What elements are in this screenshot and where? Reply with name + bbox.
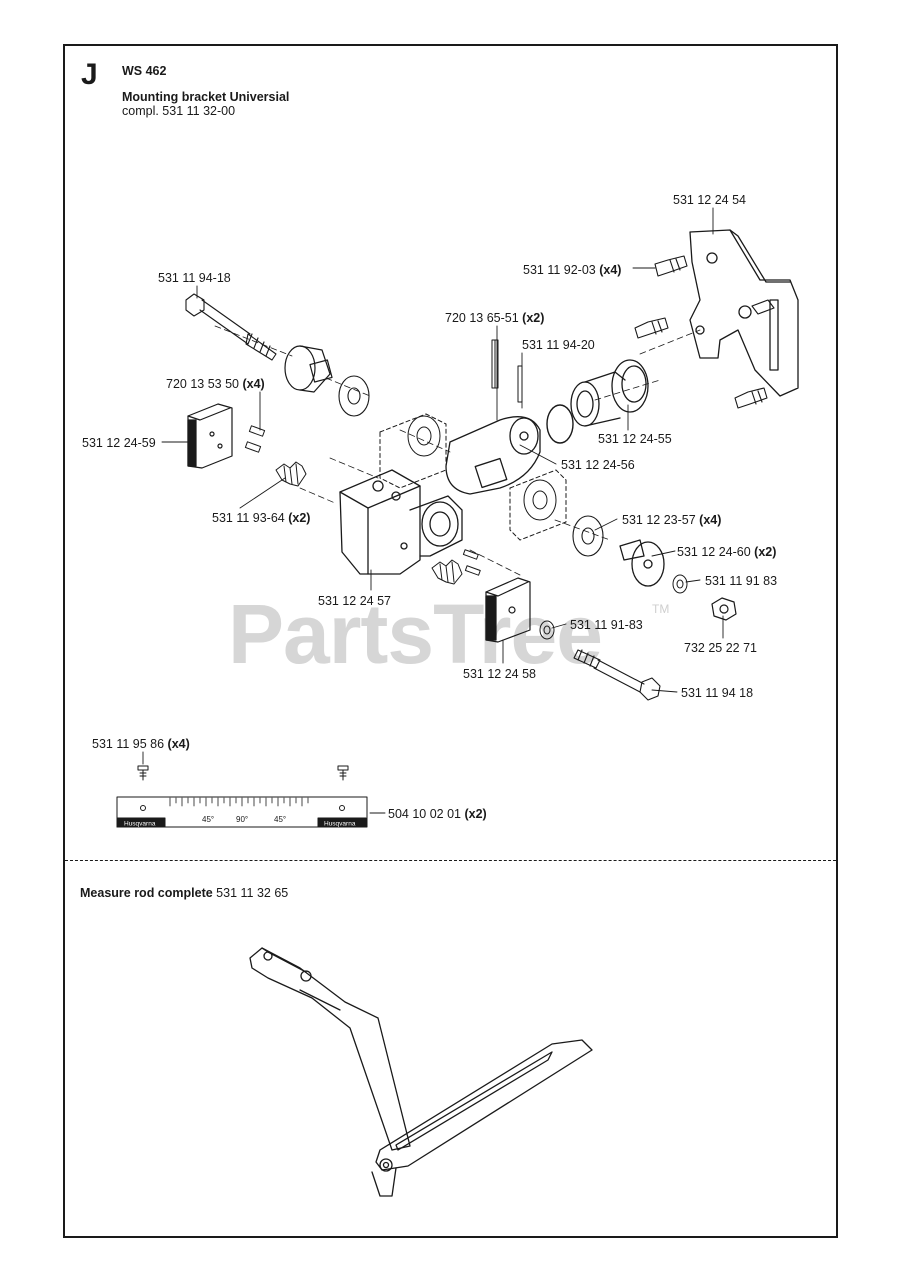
washer-1 (338, 375, 370, 417)
brand-logo: Husqvarna (324, 821, 356, 828)
spring-lower (431, 559, 463, 585)
scale-mark: 90° (236, 815, 248, 824)
hex-nut (711, 597, 737, 621)
part-label[interactable]: 732 25 22 71 (684, 641, 757, 655)
clamp-block-right (485, 577, 531, 643)
watermark-tm: TM (652, 602, 670, 616)
part-label[interactable]: 531 11 93-64 (x2) (212, 511, 311, 525)
scale-mark: 45° (202, 815, 214, 824)
part-label[interactable]: 531 12 24-60 (x2) (677, 545, 777, 559)
part-label[interactable]: 531 12 24-59 (82, 436, 156, 450)
angle-scale: 45° 90° 45° Husqvarna Husqvarna (116, 796, 368, 828)
measure-rod-title: Measure rod complete 531 11 32 65 (80, 886, 289, 900)
brand-logo: Husqvarna (124, 821, 156, 828)
long-bolt-top (185, 293, 277, 361)
section-divider (65, 860, 836, 861)
model-label: WS 462 (122, 64, 167, 78)
part-label[interactable]: 531 12 24-55 (598, 432, 672, 446)
o-ring (546, 404, 574, 444)
clamp-block-left (187, 403, 233, 469)
part-label[interactable]: 720 13 53 50 (x4) (166, 377, 265, 391)
part-label[interactable]: 531 11 94 18 (681, 686, 754, 700)
scale-ticks (169, 797, 309, 807)
section-letter: J (81, 58, 98, 91)
part-label[interactable]: 531 12 24 54 (673, 193, 746, 207)
part-label[interactable]: 504 10 02 01 (x2) (388, 807, 487, 821)
part-label[interactable]: 531 11 94-18 (158, 271, 231, 285)
part-label[interactable]: 531 12 24 57 (318, 594, 391, 608)
part-label[interactable]: 531 12 23-57 (x4) (622, 513, 722, 527)
mounting-plate (689, 229, 799, 397)
small-washer-right (672, 574, 688, 594)
spring-upper (275, 461, 307, 487)
diagram-frame (63, 44, 838, 1238)
part-label[interactable]: 531 11 94-20 (522, 338, 595, 352)
assembly-part-number: compl. 531 11 32-00 (122, 104, 236, 118)
dowel-pins (462, 549, 481, 576)
part-label[interactable]: 531 11 91 83 (705, 574, 778, 588)
flange-hub (284, 345, 333, 393)
screw-icons (137, 765, 349, 781)
washer-2 (572, 515, 604, 557)
small-washer-lower (539, 620, 555, 640)
long-bolt-bottom (573, 649, 661, 701)
roll-pins (491, 339, 523, 403)
spacer-plates (379, 413, 567, 541)
bushing (570, 359, 649, 427)
measure-rod (249, 947, 593, 1197)
scale-mark: 45° (274, 815, 286, 824)
part-label[interactable]: 531 12 24-56 (561, 458, 635, 472)
assembly-title: Mounting bracket Universial (122, 90, 290, 104)
swivel-housing (445, 416, 541, 495)
main-body (339, 469, 463, 575)
part-label[interactable]: 531 11 92-03 (x4) (523, 263, 622, 277)
pins (244, 425, 266, 453)
part-label[interactable]: 531 11 95 86 (x4) (92, 737, 190, 751)
alignment-lines (214, 325, 701, 576)
part-label[interactable]: 531 12 24 58 (463, 667, 536, 681)
leader-lines (142, 207, 724, 814)
part-label[interactable]: 531 11 91-83 (570, 618, 643, 632)
bolts-x4 (634, 255, 775, 409)
part-label[interactable]: 720 13 65-51 (x2) (445, 311, 545, 325)
knob (619, 539, 665, 587)
